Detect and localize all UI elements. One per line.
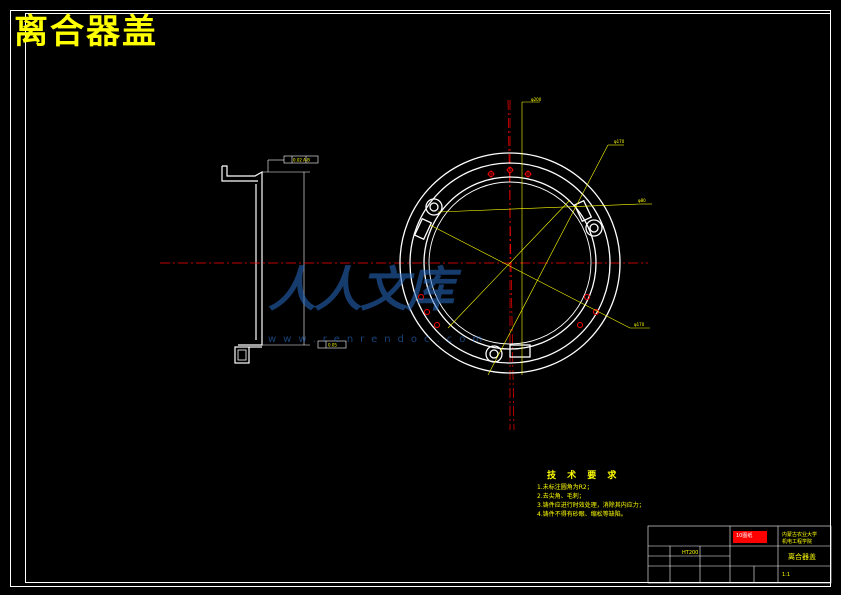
title-block-highlight	[733, 531, 767, 543]
title-block-material: HT200	[682, 550, 699, 556]
dimension-leaders	[429, 101, 652, 376]
title-block-lines	[647, 525, 832, 584]
tech-requirements: 技 术 要 求 1.未标注圆角为R2； 2.去尖角、毛刺； 3.铸件应进行时效处…	[537, 472, 645, 519]
tolerance-bottom-text: 0.05	[328, 343, 337, 348]
tech-requirement-item: 4.铸件不得有砂眼、缩松等缺陷。	[537, 511, 627, 518]
dimension-labels: φ200 φ170 φ80 φ170 0.02 A-B 0.05	[293, 97, 646, 348]
bolt-hole-centers	[487, 166, 532, 178]
plan-view	[399, 152, 621, 374]
drawing-title: 离合器盖	[14, 12, 158, 52]
title-block-school: 内蒙古农业大学	[782, 532, 818, 538]
lug-right	[585, 219, 603, 237]
title-block-scale: 1:1	[782, 572, 791, 578]
tolerance-frame-bottom	[317, 340, 347, 349]
tech-requirement-item: 2.去尖角、毛刺；	[537, 493, 585, 500]
tech-requirement-item: 1.未标注圆角为R2；	[537, 484, 593, 491]
title-block-department: 机电工程学院	[782, 539, 813, 545]
tolerance-frame-top	[283, 155, 319, 164]
tech-requirement-item: 3.铸件应进行时效处理，消除其内应力；	[537, 502, 645, 509]
dim-label-4: φ170	[634, 322, 645, 327]
title-block-highlight-text: 10图纸	[736, 533, 753, 539]
lug-top-left	[425, 198, 443, 216]
watermark-text: 人人文库	[268, 262, 454, 318]
drawing-border-inner	[25, 13, 831, 583]
tolerance-top-text: 0.02 A-B	[293, 158, 310, 163]
dim-label-2: φ170	[614, 139, 625, 144]
section-view	[221, 165, 263, 364]
dim-label-1: φ200	[531, 97, 542, 102]
centerlines	[160, 99, 648, 431]
section-dim-lines	[262, 159, 310, 346]
title-block-part-name: 离合器盖	[788, 553, 816, 561]
dim-label-3: φ80	[638, 198, 646, 203]
tech-requirements-title: 技 术 要 求	[547, 471, 621, 481]
title-block: 10图纸 内蒙古农业大学 机电工程学院 离合器盖 HT200 1:1	[648, 526, 831, 583]
lug-bottom	[485, 345, 503, 363]
watermark-url: www.renrendoc.com	[268, 334, 490, 345]
